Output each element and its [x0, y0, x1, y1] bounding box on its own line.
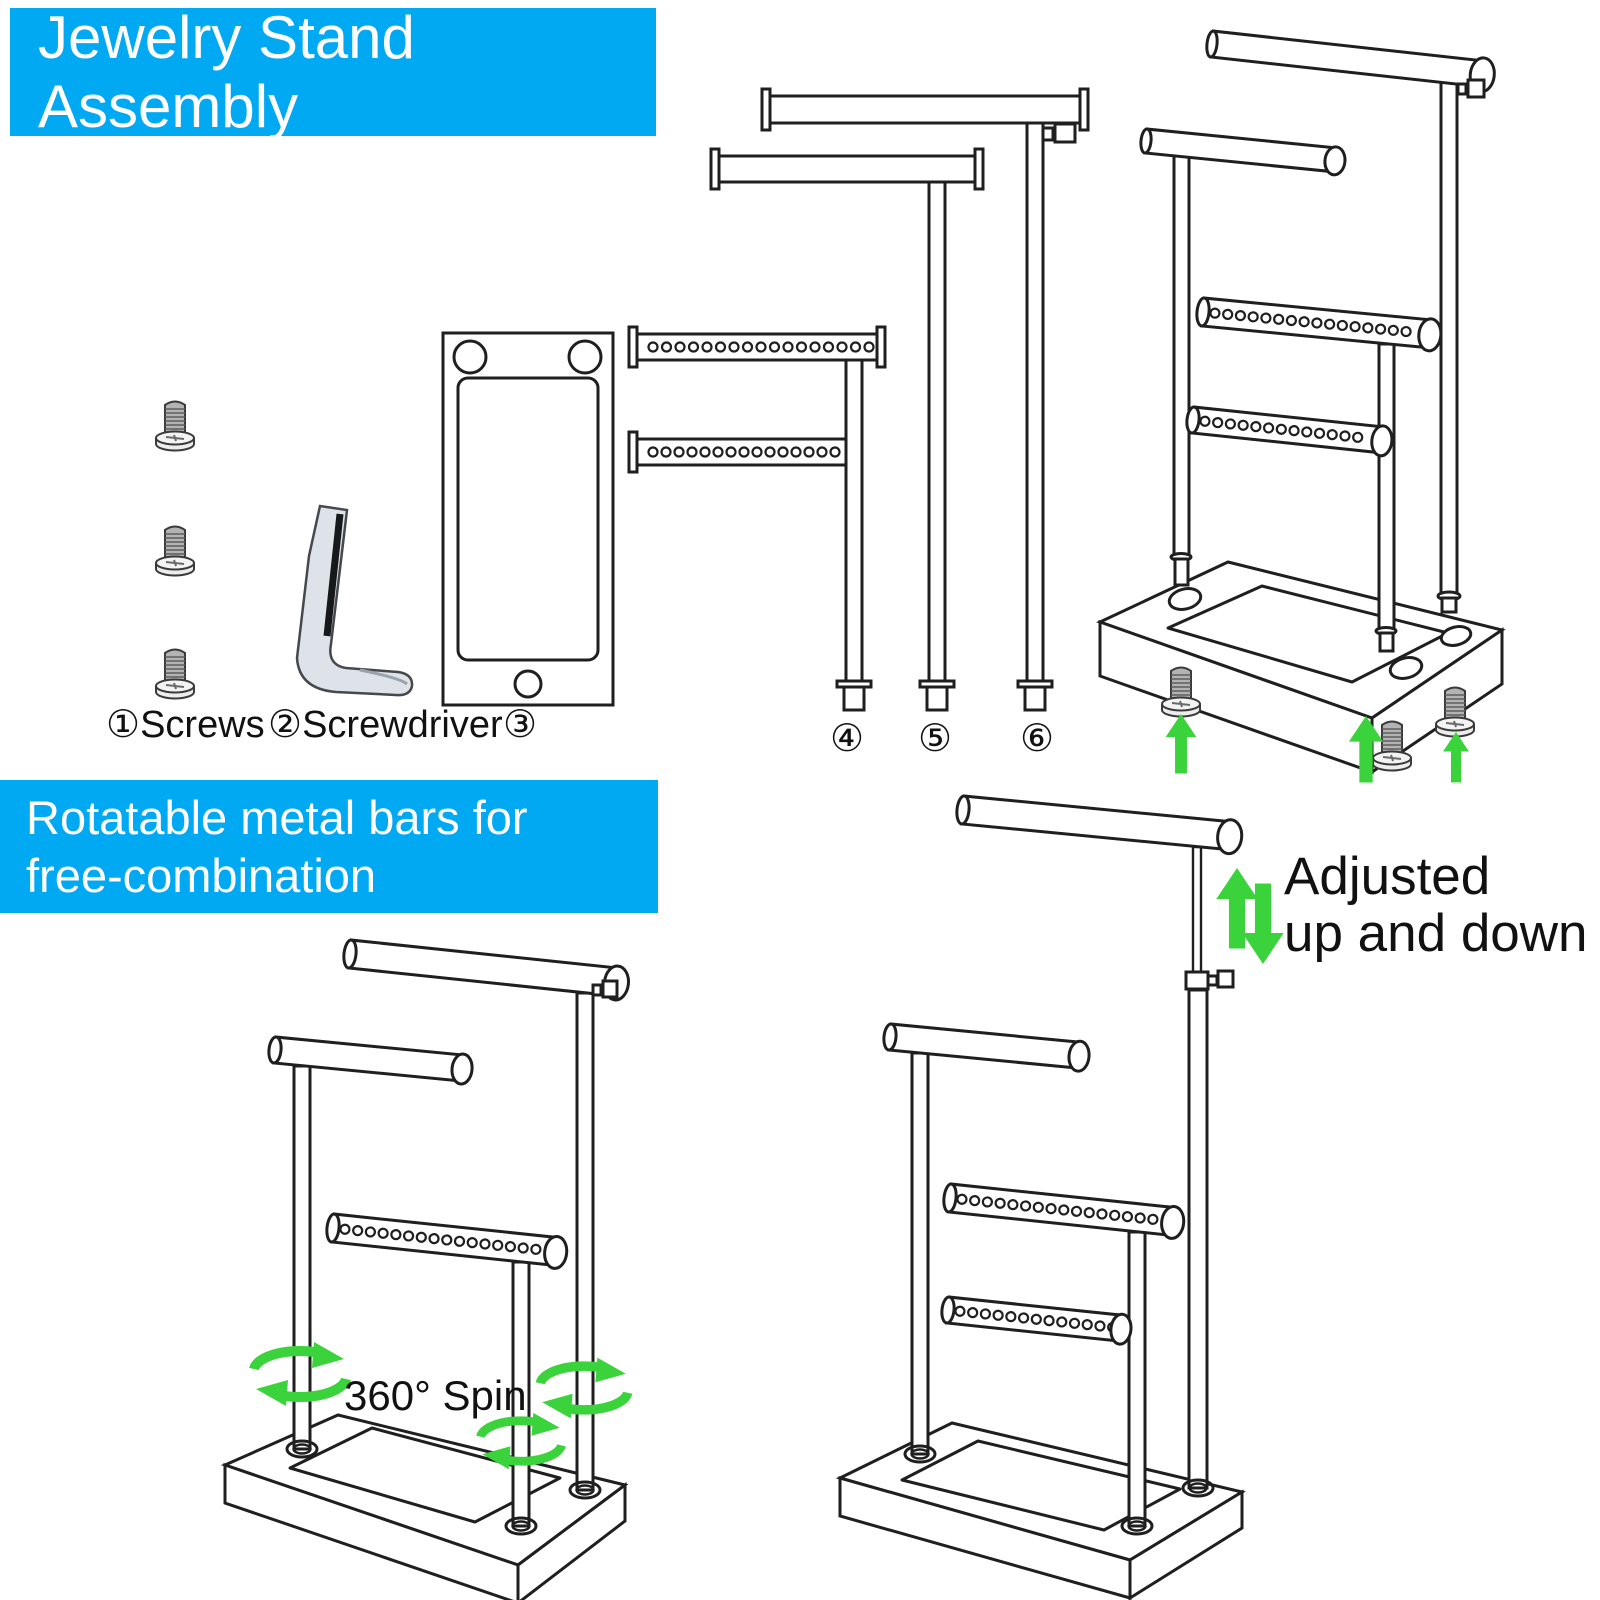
tbar-part5 — [709, 147, 985, 712]
assembled-stand — [1096, 29, 1506, 784]
up-arrow-icon — [1441, 730, 1471, 784]
assembly-banner-title: Jewelry Stand Assembly — [38, 4, 415, 140]
screw-icon — [154, 400, 196, 452]
part-label-3: ③ — [503, 704, 538, 746]
assembly-banner: Jewelry Stand Assembly — [10, 4, 656, 140]
part-label-screwdriver: ②Screwdriver — [268, 704, 503, 746]
earring-bar — [1185, 405, 1394, 458]
screwdriver-illustration — [295, 504, 414, 697]
adjust-annotation-line2: up and down — [1284, 904, 1588, 963]
stand-base — [220, 1413, 629, 1600]
part-label-6: ⑥ — [1020, 718, 1055, 760]
adjust-demo-stand — [835, 794, 1286, 1600]
stand-base — [835, 1421, 1246, 1600]
up-arrow-icon — [1164, 712, 1198, 775]
base-plate-part3 — [441, 331, 615, 707]
feature-banner-line1: Rotatable metal bars for — [26, 791, 528, 844]
earring-bar — [942, 1182, 1186, 1240]
spin-annotation: 360° Spin — [344, 1372, 527, 1419]
adjust-annotation-line1: Adjusted — [1284, 847, 1491, 906]
screw-icon — [154, 525, 196, 577]
part-label-screws: ①Screws — [106, 704, 265, 746]
part-label-5: ⑤ — [918, 718, 953, 760]
feature-banner: Rotatable metal bars for free-combinatio… — [0, 780, 658, 913]
part-label-4: ④ — [830, 718, 865, 760]
hex-key-icon — [295, 504, 414, 697]
earring-bars-part4 — [627, 325, 887, 712]
screws-illustration — [154, 400, 196, 700]
screw-icon — [154, 648, 196, 700]
stand-base — [1096, 560, 1506, 775]
spin-demo-stand — [220, 938, 630, 1600]
feature-banner-line2: free-combination — [26, 849, 377, 902]
earring-bar — [325, 1212, 569, 1270]
adjustable-tbar-part6 — [760, 87, 1090, 712]
earring-bar — [940, 1295, 1133, 1346]
earring-bar — [1195, 296, 1443, 353]
